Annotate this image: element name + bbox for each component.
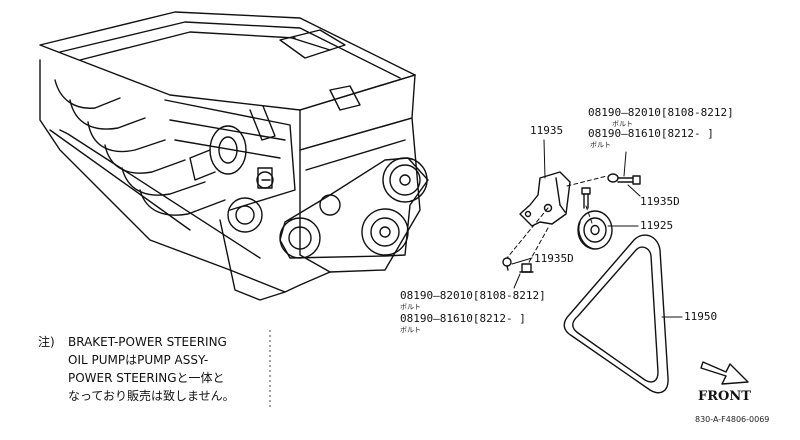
lower-bolt-line1-sub: ボルト bbox=[400, 303, 421, 311]
upper-bolt-line1-sub: ボルト bbox=[612, 120, 633, 128]
lower-bolt-line2-sub: ボルト bbox=[400, 326, 421, 334]
leader-lines bbox=[511, 139, 683, 318]
power-steering-bracket-part bbox=[519, 171, 571, 227]
drive-belt-part bbox=[563, 234, 669, 394]
front-label: FRONT bbox=[698, 389, 751, 404]
note-line-1: BRAKET-POWER STEERING bbox=[68, 335, 227, 349]
part-label-idler-pulley: 11925 bbox=[640, 219, 674, 232]
part-label-upper-bolt: 11935D bbox=[640, 195, 680, 208]
engine-illustration bbox=[39, 11, 429, 301]
lower-bolt-line1: 08190–82010[8108-8212] bbox=[400, 289, 546, 302]
lower-nut-part bbox=[502, 257, 512, 271]
lower-bolt-line2: 08190–81610[8212- ] bbox=[400, 312, 526, 325]
note-line-4: なっており販売は致しません。 bbox=[68, 389, 235, 403]
front-arrow-icon bbox=[700, 361, 749, 385]
pulley-bolt-part bbox=[581, 187, 591, 209]
upper-bolt-line2-sub: ボルト bbox=[590, 141, 611, 149]
upper-bolt-line1: 08190–82010[8108-8212] bbox=[588, 106, 734, 119]
note-marker: 注) bbox=[38, 335, 55, 349]
part-label-belt: 11950 bbox=[684, 310, 718, 323]
upper-bolt-line2: 08190–81610[8212- ] bbox=[588, 127, 714, 140]
part-label-bracket: 11935 bbox=[530, 124, 564, 137]
lower-bolt-part bbox=[519, 263, 534, 273]
note-line-3: POWER STEERINGと一体と bbox=[68, 371, 225, 385]
assembly-lines bbox=[506, 175, 608, 265]
idler-pulley-part bbox=[577, 210, 613, 250]
note-line-2: OIL PUMPはPUMP ASSY- bbox=[68, 353, 209, 367]
upper-bolt-part bbox=[607, 173, 641, 185]
figure-code: 830-A-F4806-0069 bbox=[695, 415, 770, 424]
part-label-lower-nut: 11935D bbox=[534, 252, 574, 265]
